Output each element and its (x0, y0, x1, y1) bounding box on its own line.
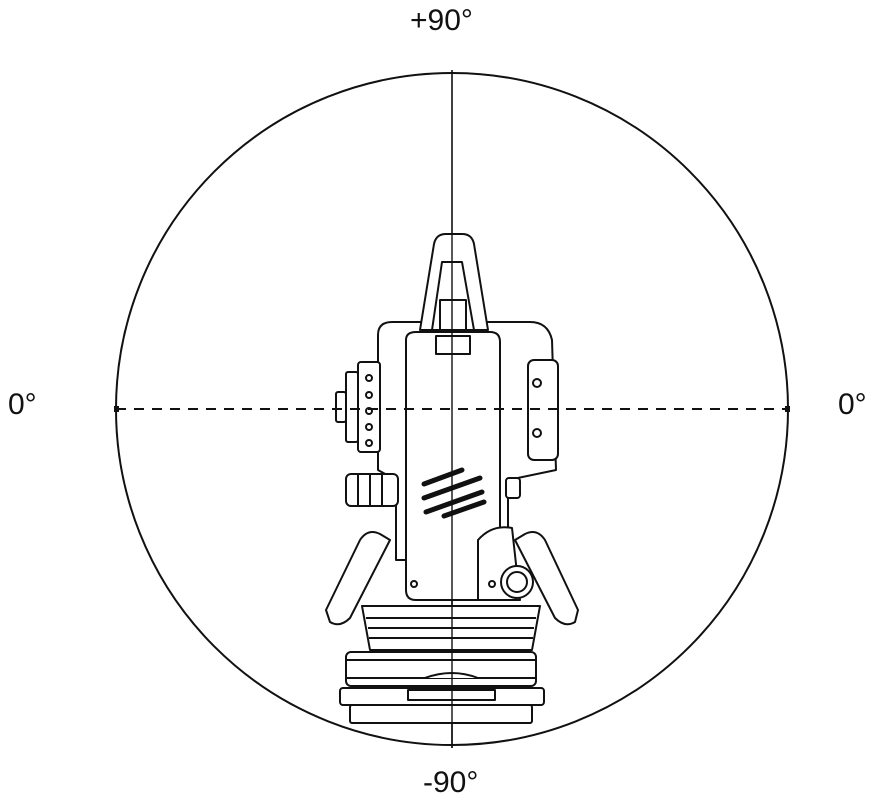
label-zero-left: 0° (8, 388, 37, 421)
label-minus-90: -90° (423, 766, 479, 799)
label-plus-90: +90° (410, 4, 473, 37)
axis-end-left (114, 406, 119, 412)
label-zero-right: 0° (838, 388, 867, 421)
total-station-icon (325, 233, 579, 724)
axis-end-right (785, 406, 790, 412)
